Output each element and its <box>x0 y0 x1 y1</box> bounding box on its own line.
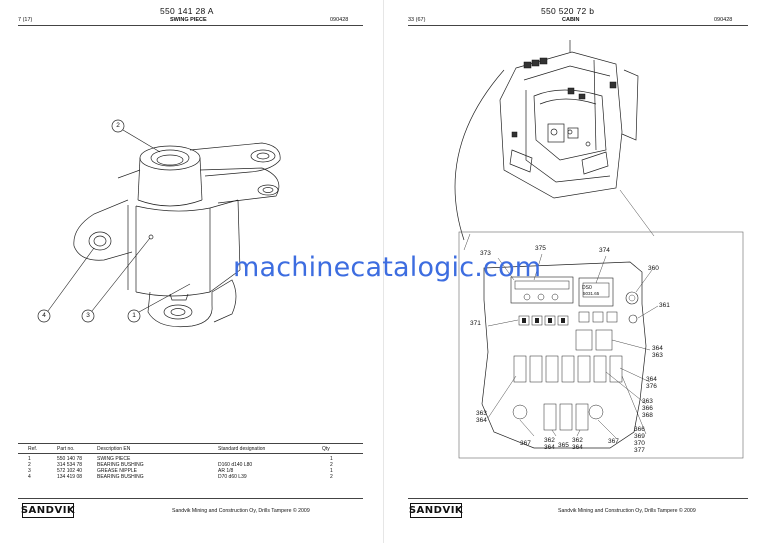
callout-362: 362 <box>544 437 555 444</box>
row-partno: 572 102 40 <box>57 468 83 474</box>
callout-2: 2 <box>116 122 120 129</box>
header-rule <box>18 25 363 26</box>
page-ref: 33 (67) <box>408 17 426 23</box>
logo-text: SANDVIK <box>20 505 76 516</box>
page-date: 090428 <box>714 17 733 23</box>
callout-375: 375 <box>535 245 546 252</box>
callout-374: 374 <box>599 247 610 254</box>
callout-4: 4 <box>42 312 46 319</box>
swing-piece-drawing <box>37 119 281 328</box>
callout-363: 363 <box>652 352 663 359</box>
callout-360: 360 <box>648 265 659 272</box>
sandvik-logo: SANDVIK <box>20 503 76 518</box>
watermark-text: machinecatalogic.com <box>233 252 542 283</box>
callout-364: 364 <box>652 345 663 352</box>
row-description: SWING PIECE <box>97 456 131 462</box>
callout-365: 365 <box>558 442 569 449</box>
right-page: 550 520 72 b 33 (67) CABIN 090428 <box>384 0 768 543</box>
footer-copyright: Sandvik Mining and Construction Oy, Dril… <box>558 508 696 514</box>
callout-364: 364 <box>646 376 657 383</box>
callout-366: 366 <box>634 426 645 433</box>
col-header-partno: Part no. <box>57 446 75 452</box>
col-header-standard: Standard designation <box>218 446 266 452</box>
row-qty: 1 <box>330 468 333 474</box>
row-qty: 2 <box>330 462 333 468</box>
header-rule <box>408 25 748 26</box>
row-qty: 2 <box>330 474 333 480</box>
row-ref: 4 <box>28 474 31 480</box>
doc-number: 550 520 72 b <box>541 6 595 16</box>
callout-364: 364 <box>476 417 487 424</box>
callout-364: 364 <box>544 444 555 451</box>
footer-rule <box>408 498 748 499</box>
row-standard: AR 1/8 <box>218 468 234 474</box>
left-page: 550 141 28 A 7 (17) SWING PIECE 090428 <box>18 6 363 518</box>
sandvik-logo: SANDVIK <box>408 503 464 518</box>
callout-1: 1 <box>132 312 136 319</box>
row-partno: 134 419 08 <box>57 474 83 480</box>
row-ref: 1 <box>28 456 31 462</box>
callout-367: 367 <box>520 440 531 447</box>
page-ref: 7 (17) <box>18 17 33 23</box>
callout-364: 364 <box>572 444 583 451</box>
row-standard: D70 d60 L39 <box>218 474 247 480</box>
footer-copyright: Sandvik Mining and Construction Oy, Dril… <box>172 508 310 514</box>
callout-363: 363 <box>642 398 653 405</box>
row-standard: D160 d140 L80 <box>218 462 253 468</box>
row-description: GREASE NIPPLE <box>97 468 138 474</box>
callout-363: 363 <box>476 410 487 417</box>
callout-376: 376 <box>646 383 657 390</box>
callout-377: 377 <box>634 447 645 454</box>
table-top-rule <box>18 443 363 444</box>
callout-362: 362 <box>572 437 583 444</box>
callout-367: 367 <box>608 438 619 445</box>
callout-366: 366 <box>642 405 653 412</box>
footer-rule <box>18 498 363 499</box>
callout-373: 373 <box>480 250 491 257</box>
row-ref: 3 <box>28 468 31 474</box>
page-title: CABIN <box>562 17 580 23</box>
table-header-rule <box>18 453 363 454</box>
display-line2: 5031.65 <box>583 291 600 296</box>
row-partno: 550 140 78 <box>57 456 83 462</box>
callout-3: 3 <box>86 312 90 319</box>
row-description: BEARING BUSHING <box>97 462 144 468</box>
display-line1: DS0 <box>582 285 592 291</box>
callout-368: 368 <box>642 412 653 419</box>
row-qty: 1 <box>330 456 333 462</box>
col-header-qty: Qty <box>322 446 330 452</box>
row-ref: 2 <box>28 462 31 468</box>
doc-number: 550 141 28 A <box>160 6 214 16</box>
callout-369: 369 <box>634 433 645 440</box>
callout-361: 361 <box>659 302 670 309</box>
row-description: BEARING BUSHING <box>97 474 144 480</box>
col-header-ref: Ref. <box>28 446 38 452</box>
callout-371: 371 <box>470 320 481 327</box>
col-header-description: Description EN <box>97 446 131 452</box>
cabin-drawing <box>454 40 744 459</box>
logo-text: SANDVIK <box>408 505 464 516</box>
callout-370: 370 <box>634 440 645 447</box>
page-title: SWING PIECE <box>170 17 207 23</box>
page-date: 090428 <box>330 17 349 23</box>
row-partno: 314 534 78 <box>57 462 83 468</box>
